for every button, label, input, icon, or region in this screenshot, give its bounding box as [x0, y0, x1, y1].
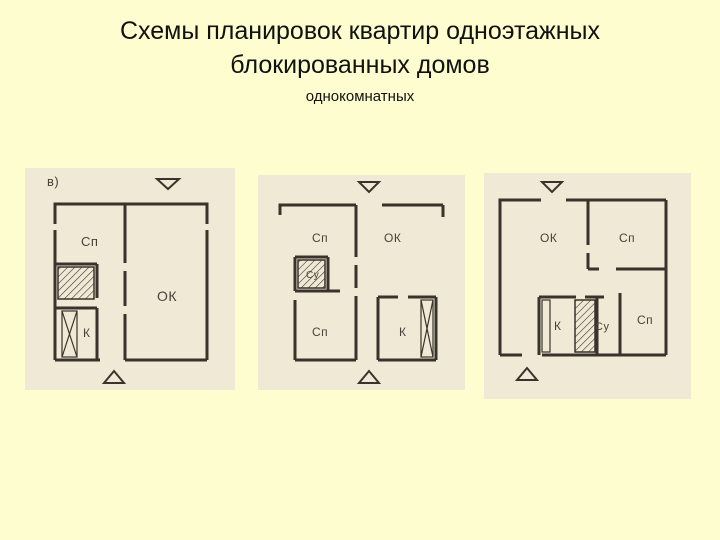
plan-b-label-su: Су: [306, 270, 320, 281]
plan-b-label-k: К: [399, 325, 407, 339]
plan-a-marker: в): [47, 174, 60, 189]
title-line-1: Схемы планировок квартир одноэтажных: [119, 17, 601, 45]
plan-c-label-ok: ОК: [540, 231, 558, 245]
hatched-sanitary-block: [57, 266, 95, 300]
hatched-sanitary-block: [297, 259, 326, 289]
floor-plan-b: Сп ОК Су Сп К: [258, 175, 465, 390]
plan-c-label-sp-top: Сп: [619, 231, 636, 245]
entrance-marker-top: [154, 178, 182, 191]
kitchen-cabinet-symbol: [541, 299, 551, 353]
floor-plan-c: ОК Сп К Су Сп: [484, 173, 691, 399]
plan-a-label-k: К: [83, 326, 91, 340]
plan-a-label-ok: ОК: [157, 288, 178, 304]
floor-plan-b-drawing: [278, 181, 445, 384]
floor-plan-a-drawing: [53, 178, 209, 384]
entrance-marker-top: [539, 181, 565, 194]
floor-plan-a: в) Сп ОК К: [25, 168, 235, 390]
kitchen-cabinet-symbol: [61, 310, 78, 358]
plan-b-label-ok: ОК: [384, 231, 402, 245]
kitchen-cabinet-symbol: [420, 299, 434, 358]
plan-b-label-sp-bottom: Сп: [312, 325, 329, 339]
plan-c-label-sp-right: Сп: [637, 313, 654, 327]
outer-wall: [53, 202, 209, 224]
slide-subtitle: однокомнатных: [305, 88, 415, 105]
plan-a-label-sp: Сп: [81, 234, 99, 249]
entrance-marker-bottom: [356, 369, 382, 384]
entrance-marker-top: [356, 181, 382, 194]
entrance-marker-bottom: [514, 366, 540, 381]
entrance-marker-bottom: [101, 369, 127, 384]
hatched-sanitary-block: [574, 299, 596, 353]
plan-c-label-su: Су: [595, 321, 610, 333]
plan-b-label-sp-top: Сп: [312, 231, 329, 245]
plan-c-label-k: К: [554, 319, 562, 333]
slide-title: Схемы планировок квартир одноэтажных бло…: [0, 14, 720, 82]
floor-plan-c-drawing: [498, 181, 668, 381]
title-line-2: блокированных домов: [230, 51, 490, 79]
